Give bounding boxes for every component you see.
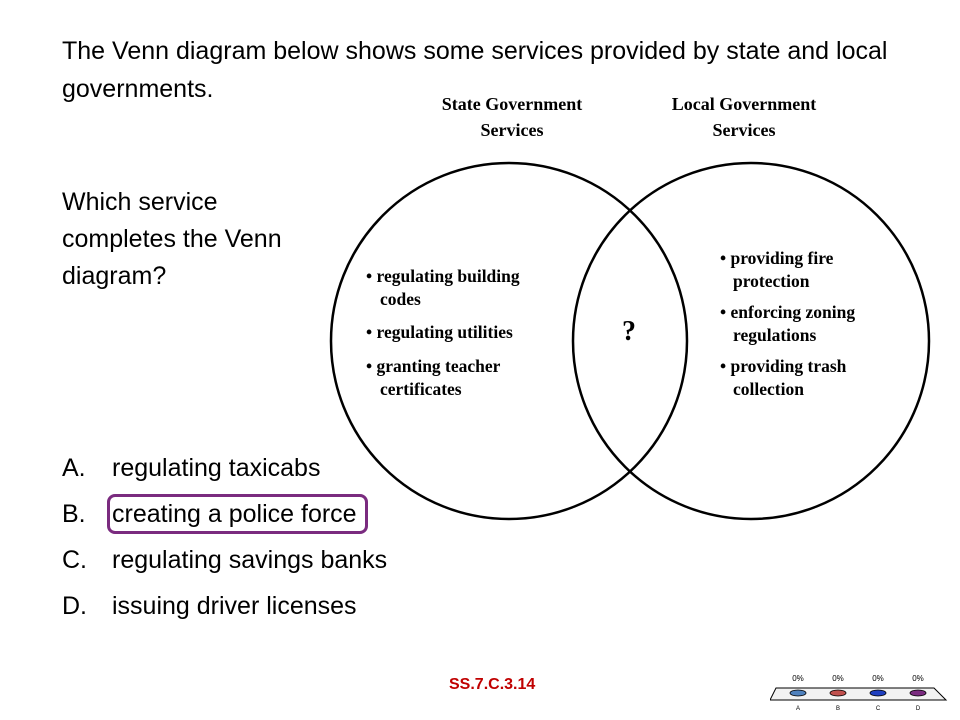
answer-option-a[interactable]: A. regulating taxicabs — [62, 448, 387, 494]
local-item-3: • providing trash — [720, 356, 847, 376]
local-item-2: • enforcing zoning — [720, 302, 855, 322]
poll-bar-c — [869, 689, 887, 697]
poll-label-b: B — [836, 706, 840, 712]
local-title-line1: Local Government — [672, 94, 816, 114]
answer-letter: C. — [62, 546, 87, 574]
intro-text: The Venn diagram below shows some servic… — [62, 37, 888, 103]
answer-option-c[interactable]: C. regulating savings banks — [62, 540, 387, 586]
answer-option-b[interactable]: B. creating a police force — [62, 494, 387, 540]
local-item-1: • providing fire — [720, 248, 834, 268]
answer-letter: D. — [62, 592, 87, 620]
state-services-list: • regulating building codes • regulating… — [366, 266, 520, 399]
poll-percent-c: 0% — [872, 674, 884, 683]
poll-bar-a — [789, 689, 807, 697]
poll-bar-d — [909, 689, 927, 697]
response-poll-chart: 0% A 0% B 0% C 0% D — [770, 674, 948, 712]
overlap-question-mark: ? — [622, 316, 636, 347]
answer-text: issuing driver licenses — [112, 592, 357, 620]
poll-percent-d: 0% — [912, 674, 924, 683]
poll-label-d: D — [916, 706, 921, 712]
poll-percent-a: 0% — [792, 674, 804, 683]
answer-text-selected: creating a police force — [107, 494, 368, 534]
state-item-3-cont: certificates — [380, 379, 462, 399]
standard-code: SS.7.C.3.14 — [449, 676, 536, 693]
state-item-3: • granting teacher — [366, 356, 501, 376]
question-prompt: Which service completes the Venn diagram… — [62, 188, 282, 290]
answer-text: regulating taxicabs — [112, 454, 321, 482]
state-item-1: • regulating building — [366, 266, 520, 286]
local-item-3-cont: collection — [733, 379, 804, 399]
state-title-line1: State Government — [442, 94, 582, 114]
poll-label-c: C — [876, 706, 881, 712]
answer-letter: B. — [62, 500, 86, 528]
local-services-list: • providing fire protection • enforcing … — [720, 248, 855, 399]
poll-percent-b: 0% — [832, 674, 844, 683]
local-government-circle — [571, 161, 931, 521]
state-item-1-cont: codes — [380, 289, 421, 309]
answer-option-d[interactable]: D. issuing driver licenses — [62, 586, 387, 632]
answer-text: regulating savings banks — [112, 546, 388, 574]
answer-letter: A. — [62, 454, 86, 482]
poll-label-a: A — [796, 706, 800, 712]
local-title-line2: Services — [713, 120, 776, 140]
answer-choices: A. regulating taxicabs B. creating a polic… — [62, 448, 387, 632]
poll-base — [770, 687, 948, 701]
state-government-circle — [329, 161, 689, 521]
local-item-2-cont: regulations — [733, 325, 816, 345]
poll-bar-b — [829, 689, 847, 697]
poll-bars: 0% A 0% B 0% C 0% D — [789, 674, 927, 712]
state-item-2: • regulating utilities — [366, 322, 513, 342]
state-title-line2: Services — [481, 120, 544, 140]
local-item-1-cont: protection — [733, 271, 810, 291]
